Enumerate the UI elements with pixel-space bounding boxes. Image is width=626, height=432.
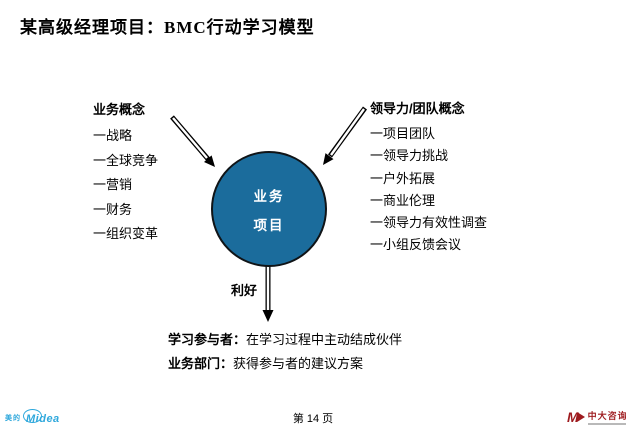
midea-logo-en-label: Midea	[26, 413, 60, 425]
outcome-participants-text: 在学习过程中主动结成伙伴	[246, 332, 403, 347]
business-concepts-heading: 业务概念	[93, 102, 146, 117]
midea-swoosh-icon: Midea	[23, 409, 60, 427]
outcome-participants: 学习参与者：在学习过程中主动结成伙伴	[168, 329, 402, 353]
page-number: 第 14 页	[292, 413, 334, 425]
outcome-business-dept-text: 获得参与者的建议方案	[233, 356, 364, 371]
business-concept-item: 一财务	[93, 201, 133, 217]
midea-logo: 美的 Midea	[5, 409, 60, 427]
leadership-concept-item: 一商业伦理	[370, 192, 436, 208]
leadership-concept-item: 一户外拓展	[370, 170, 436, 186]
outcome-business-dept: 业务部门：获得参与者的建议方案	[168, 353, 402, 377]
zhongda-logo-m-label: M	[567, 409, 579, 425]
leadership-concept-item: 一小组反馈会议	[370, 237, 462, 253]
zhongda-logo-underline	[587, 423, 626, 425]
business-project-circle: 业务 项目	[211, 151, 327, 267]
business-concept-item: 一战略	[93, 128, 133, 143]
leadership-concept-item: 一领导力有效性调查	[370, 215, 488, 231]
business-concept-item: 一全球竞争	[93, 152, 159, 168]
circle-label-line1: 业务	[253, 188, 285, 204]
business-concept-item: 一组织变革	[93, 226, 159, 241]
leadership-concepts-block: 领导力/团队概念 一项目团队 一领导力挑战 一户外拓展 一商业伦理 一领导力有效…	[370, 99, 487, 257]
midea-logo-cn-label: 美的	[5, 415, 21, 422]
page-title: 某高级经理项目：BMC行动学习模型	[20, 18, 315, 37]
zhongda-logo-text-block: 中大咨询	[587, 409, 626, 425]
arrow-project-to-outcomes-icon	[262, 264, 274, 322]
zhongda-logo-arrow-icon	[576, 412, 585, 422]
outcome-participants-label: 学习参与者：	[168, 332, 247, 347]
arrow-leadership-to-project-icon	[323, 106, 368, 165]
zhongda-logo-name-label: 中大咨询	[587, 411, 626, 421]
outcomes-block: 学习参与者：在学习过程中主动结成伙伴 业务部门：获得参与者的建议方案	[168, 329, 402, 377]
benefit-label: 利好	[231, 283, 258, 298]
leadership-concept-item: 一领导力挑战	[370, 148, 449, 164]
business-concepts-block: 业务概念 一战略 一全球竞争 一营销 一财务 一组织变革	[93, 100, 158, 247]
business-concept-item: 一营销	[93, 177, 133, 192]
outcome-business-dept-label: 业务部门：	[168, 356, 234, 371]
arrow-business-to-project-icon	[170, 115, 215, 167]
zhongda-consulting-logo: M 中大咨询	[567, 409, 626, 425]
leadership-concept-item: 一项目团队	[370, 126, 436, 141]
leadership-concepts-heading: 领导力/团队概念	[370, 101, 465, 116]
midea-ellipse-icon	[23, 409, 42, 423]
circle-label-line2: 项目	[253, 217, 285, 233]
